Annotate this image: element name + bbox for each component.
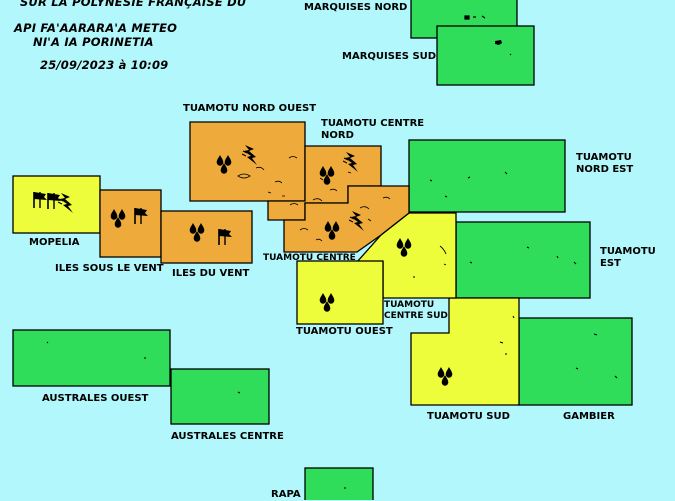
zone-fill (99, 189, 162, 258)
zone-fill (408, 139, 566, 213)
zone-tuamotu-ouest[interactable] (296, 260, 384, 325)
zone-tuamotu-sud[interactable] (410, 297, 520, 406)
zone-australes-centre[interactable] (170, 368, 270, 425)
zone-iles-du-vent[interactable] (160, 210, 253, 264)
zone-tuamotu-centre[interactable] (283, 185, 410, 253)
label-iles-sous-le-vent: ILES SOUS LE VENT (55, 263, 164, 274)
zone-fill (12, 329, 171, 387)
label-tuamotu-nord-ouest: TUAMOTU NORD OUEST (183, 103, 317, 114)
label-tuamotu-centre-nord: TUAMOTU CENTRE NORD (321, 118, 425, 141)
label-tuamotu-centre: TUAMOTU CENTRE (263, 253, 356, 263)
label-rapa: RAPA (271, 489, 301, 500)
zone-fill (410, 297, 520, 406)
zone-mopelia[interactable] (12, 175, 101, 234)
label-marquises-sud: MARQUISES SUD (342, 51, 437, 62)
zone-tuamotu-nord-ouest[interactable] (189, 121, 306, 202)
zone-gambier[interactable] (518, 317, 633, 406)
label-gambier: GAMBIER (563, 411, 615, 422)
zone-australes-ouest[interactable] (12, 329, 171, 387)
label-tuamotu-ouest: TUAMOTU OUEST (296, 326, 393, 337)
label-mopelia: MOPELIA (29, 237, 80, 248)
label-tuamotu-sud: TUAMOTU SUD (427, 411, 510, 422)
zone-tuamotu-est[interactable] (455, 221, 591, 299)
zone-fill (518, 317, 633, 406)
label-australes-ouest: AUSTRALES OUEST (42, 393, 149, 404)
header-title-line1: SUR LA POLYNESIE FRANÇAISE DU (20, 0, 247, 9)
zone-fill (296, 260, 384, 325)
zone-fill (436, 25, 535, 86)
label-tuamotu-centre-sud: TUAMOTU CENTRE SUD (384, 300, 448, 321)
label-marquises-nord: MARQUISES NORD (304, 2, 408, 13)
zone-rapa[interactable] (304, 467, 374, 500)
header-title-line3: NI'A IA PORINETIA (33, 35, 154, 49)
zone-tuamotu-nord-est[interactable] (408, 139, 566, 213)
zone-fill (160, 210, 253, 264)
label-australes-centre: AUSTRALES CENTRE (171, 431, 284, 442)
header-datetime: 25/09/2023 à 10:09 (40, 58, 169, 72)
zone-marquises-sud[interactable] (436, 25, 535, 86)
header-title-line2: API FA'AARARA'A METEO (14, 21, 178, 35)
zone-fill (455, 221, 591, 299)
zone-fill (12, 175, 101, 234)
zone-fill (304, 467, 374, 500)
label-tuamotu-nord-est: TUAMOTU NORD EST (576, 152, 634, 175)
zone-fill (170, 368, 270, 425)
zone-fill (283, 185, 410, 253)
zone-iles-sous-le-vent[interactable] (99, 189, 162, 258)
label-iles-du-vent: ILES DU VENT (172, 268, 250, 279)
zone-fill (189, 121, 306, 202)
label-tuamotu-est: TUAMOTU EST (600, 246, 656, 269)
